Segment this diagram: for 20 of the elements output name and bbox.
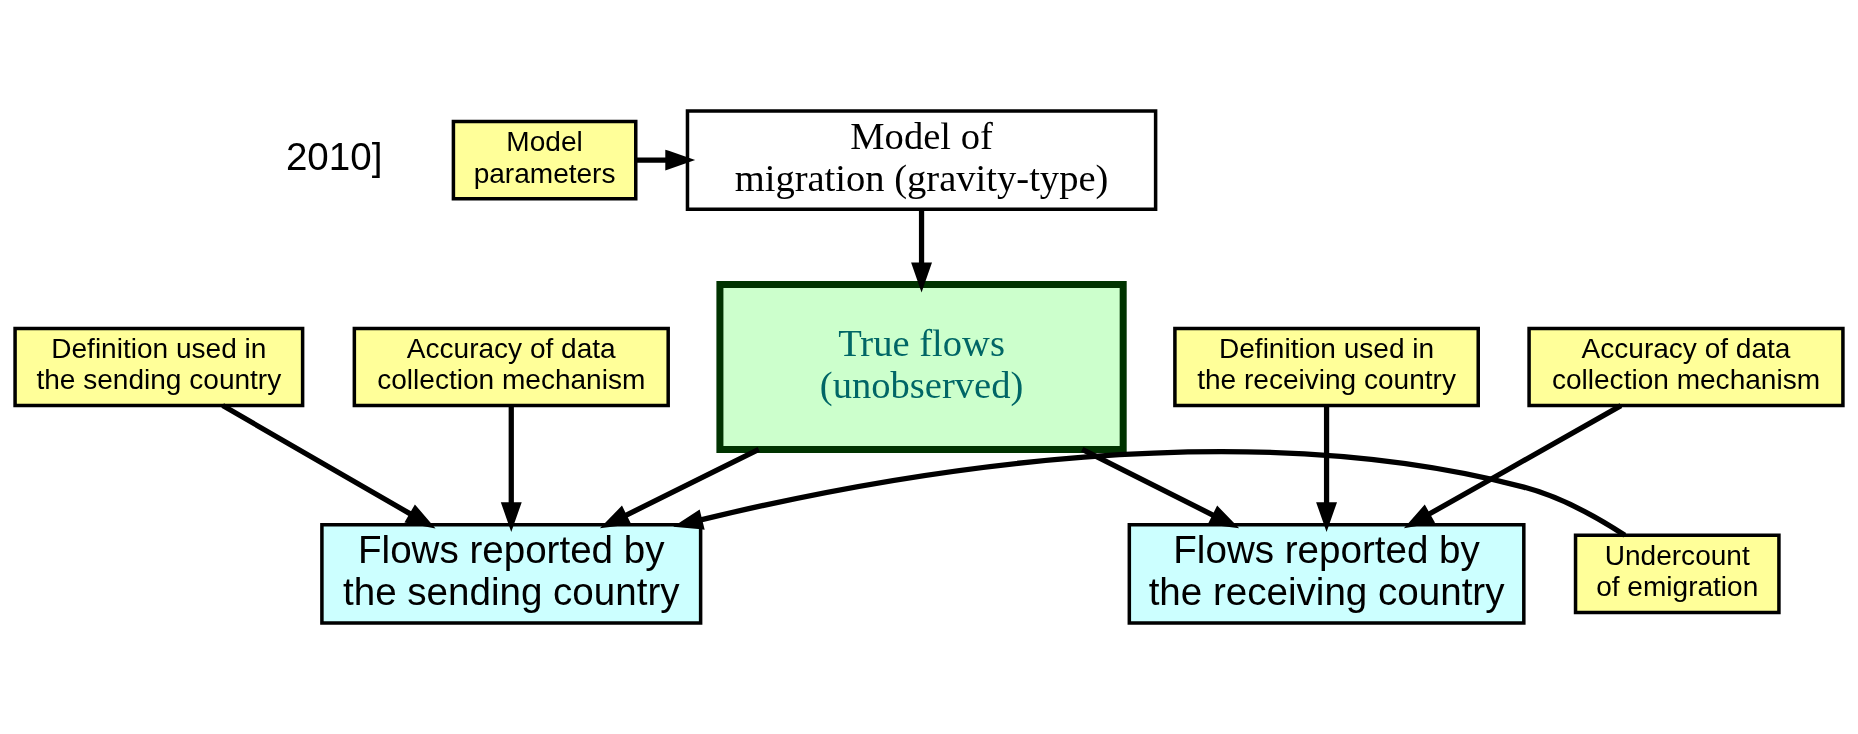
arrow <box>911 209 932 293</box>
label: 2010] <box>285 134 383 178</box>
arrow <box>673 449 1627 538</box>
arrow <box>221 403 436 529</box>
node-box: Accuracy of data collection mechanism <box>1527 326 1845 408</box>
node-box: Flows reported by the receiving country <box>1127 523 1526 625</box>
node-box: Undercount of emigration <box>1573 533 1781 615</box>
arrow <box>1081 447 1240 529</box>
node-box: Definition used in the sending country <box>13 326 305 408</box>
arrow <box>1403 403 1623 529</box>
node-box: Model parameters <box>451 119 638 201</box>
arrow <box>500 405 522 533</box>
arrow <box>599 447 760 529</box>
node-box: True flows (unobserved) <box>716 281 1127 453</box>
arrow <box>635 149 696 171</box>
node-box: Accuracy of data collection mechanism <box>352 326 670 408</box>
arrow <box>1316 405 1338 533</box>
node-box: Definition used in the receiving country <box>1173 326 1480 408</box>
node-box: Model of migration (gravity-type) <box>685 109 1158 211</box>
node-box: Flows reported by the sending country <box>320 523 703 625</box>
